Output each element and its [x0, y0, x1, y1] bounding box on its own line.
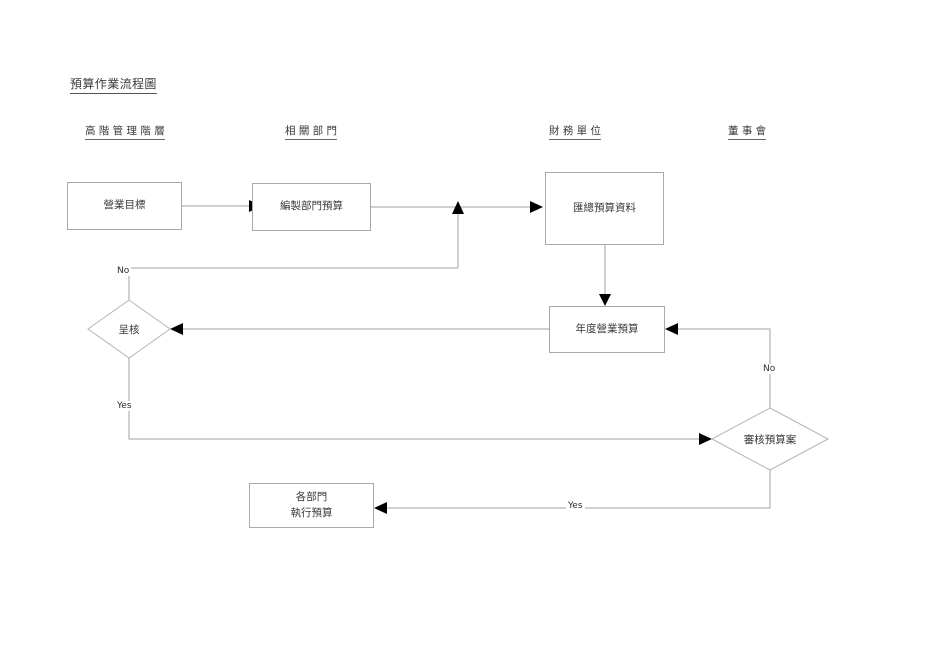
column-header-board-of-directors: 董 事 會 — [728, 123, 767, 140]
page-title: 預算作業流程圖 — [70, 75, 157, 94]
node-departments-execute-budget[interactable]: 各部門 執行預算 — [249, 483, 374, 528]
edge-label-approval-yes: Yes — [115, 401, 134, 411]
node-consolidate-budget-data[interactable]: 匯總預算資料 — [545, 172, 664, 245]
node-sales-target[interactable]: 營業目標 — [67, 182, 182, 230]
column-header-senior-management: 高 階 管 理 階 層 — [85, 123, 165, 140]
node-annual-operating-budget[interactable]: 年度營業預算 — [549, 306, 665, 353]
column-header-related-departments: 相 關 部 門 — [285, 123, 338, 140]
node-prepare-department-budget[interactable]: 編製部門預算 — [252, 183, 371, 231]
edge-label-review-no: No — [761, 364, 778, 374]
edge-label-approval-no: No — [115, 266, 132, 276]
node-review-budget-proposal[interactable]: 審核預算案 — [710, 407, 830, 471]
column-header-finance-unit: 財 務 單 位 — [549, 123, 602, 140]
edge-label-review-yes: Yes — [566, 501, 585, 511]
node-submit-for-approval[interactable]: 呈核 — [87, 299, 171, 359]
